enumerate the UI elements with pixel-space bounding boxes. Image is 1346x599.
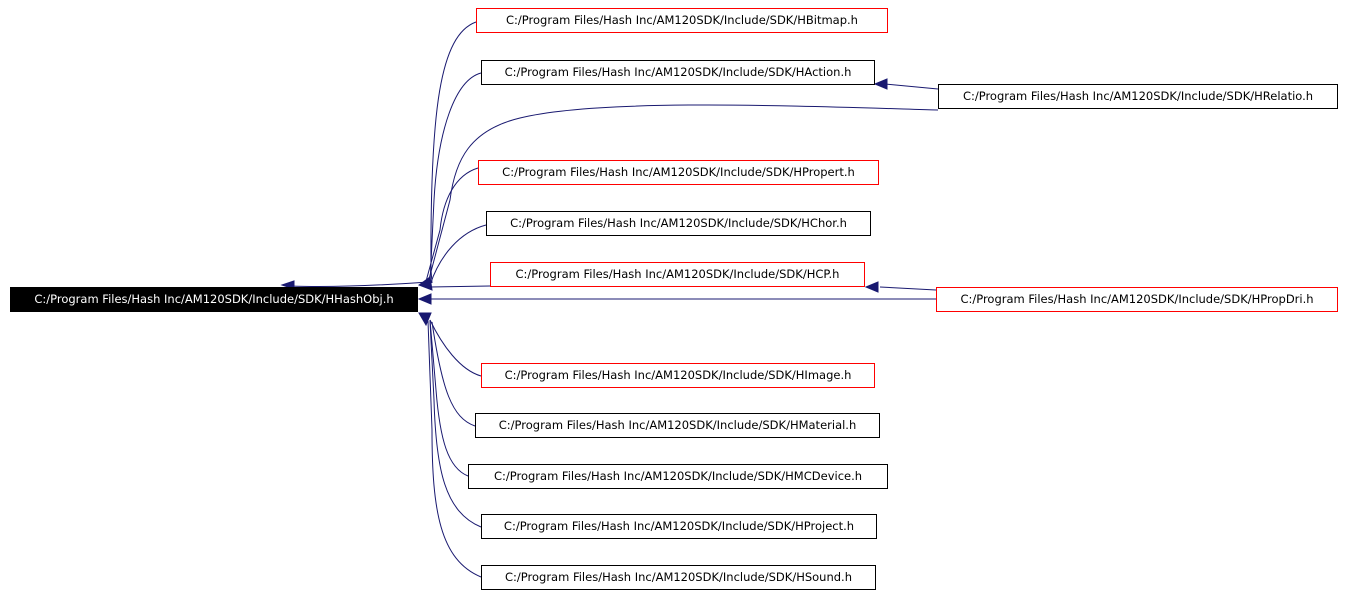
edge-hbitmap-to-hhashobj: [430, 21, 477, 284]
arrowhead-hcp: [864, 281, 879, 293]
edge-haction-to-hhashobj: [429, 72, 482, 284]
node-hpropdri[interactable]: C:/Program Files/Hash Inc/AM120SDK/Inclu…: [936, 287, 1338, 312]
arrowhead-root-top-2: [417, 276, 433, 291]
node-hmcdevice[interactable]: C:/Program Files/Hash Inc/AM120SDK/Inclu…: [468, 464, 888, 489]
root-node-hhashobj[interactable]: C:/Program Files/Hash Inc/AM120SDK/Inclu…: [10, 287, 418, 312]
edge-hsound-to-hhashobj: [427, 320, 482, 578]
edge-hpropert-to-hhashobj: [424, 167, 479, 286]
edge-hmcdevice-to-hhashobj: [429, 319, 469, 477]
edge-hbitmap-root-line: [289, 281, 429, 288]
node-hbitmap[interactable]: C:/Program Files/Hash Inc/AM120SDK/Inclu…: [476, 8, 888, 33]
edge-himage-to-hhashobj: [429, 319, 482, 377]
node-himage[interactable]: C:/Program Files/Hash Inc/AM120SDK/Inclu…: [481, 363, 875, 388]
edge-hrelatio-to-haction: [884, 83, 939, 90]
arrowhead-haction: [873, 78, 888, 90]
edge-hproject-to-hhashobj: [429, 320, 482, 528]
arrowhead-root-middle: [417, 293, 432, 305]
node-haction[interactable]: C:/Program Files/Hash Inc/AM120SDK/Inclu…: [481, 60, 875, 85]
node-hpropert[interactable]: C:/Program Files/Hash Inc/AM120SDK/Inclu…: [478, 160, 879, 185]
edge-hrelatio-to-hhashobj: [427, 104, 939, 284]
node-hchor[interactable]: C:/Program Files/Hash Inc/AM120SDK/Inclu…: [486, 211, 871, 236]
edge-hchor-to-hhashobj: [429, 224, 487, 286]
edge-hmaterial-to-hhashobj: [431, 321, 476, 427]
node-hproject[interactable]: C:/Program Files/Hash Inc/AM120SDK/Inclu…: [481, 514, 877, 539]
edge-hcp-to-hhashobj: [429, 285, 491, 288]
node-hmaterial[interactable]: C:/Program Files/Hash Inc/AM120SDK/Inclu…: [475, 413, 880, 438]
node-hsound[interactable]: C:/Program Files/Hash Inc/AM120SDK/Inclu…: [481, 565, 876, 590]
node-hrelatio[interactable]: C:/Program Files/Hash Inc/AM120SDK/Inclu…: [938, 84, 1338, 109]
edge-hpropdri-to-hcp: [879, 286, 937, 291]
node-hcp[interactable]: C:/Program Files/Hash Inc/AM120SDK/Inclu…: [490, 262, 865, 287]
arrowhead-root-bottom: [418, 312, 432, 327]
